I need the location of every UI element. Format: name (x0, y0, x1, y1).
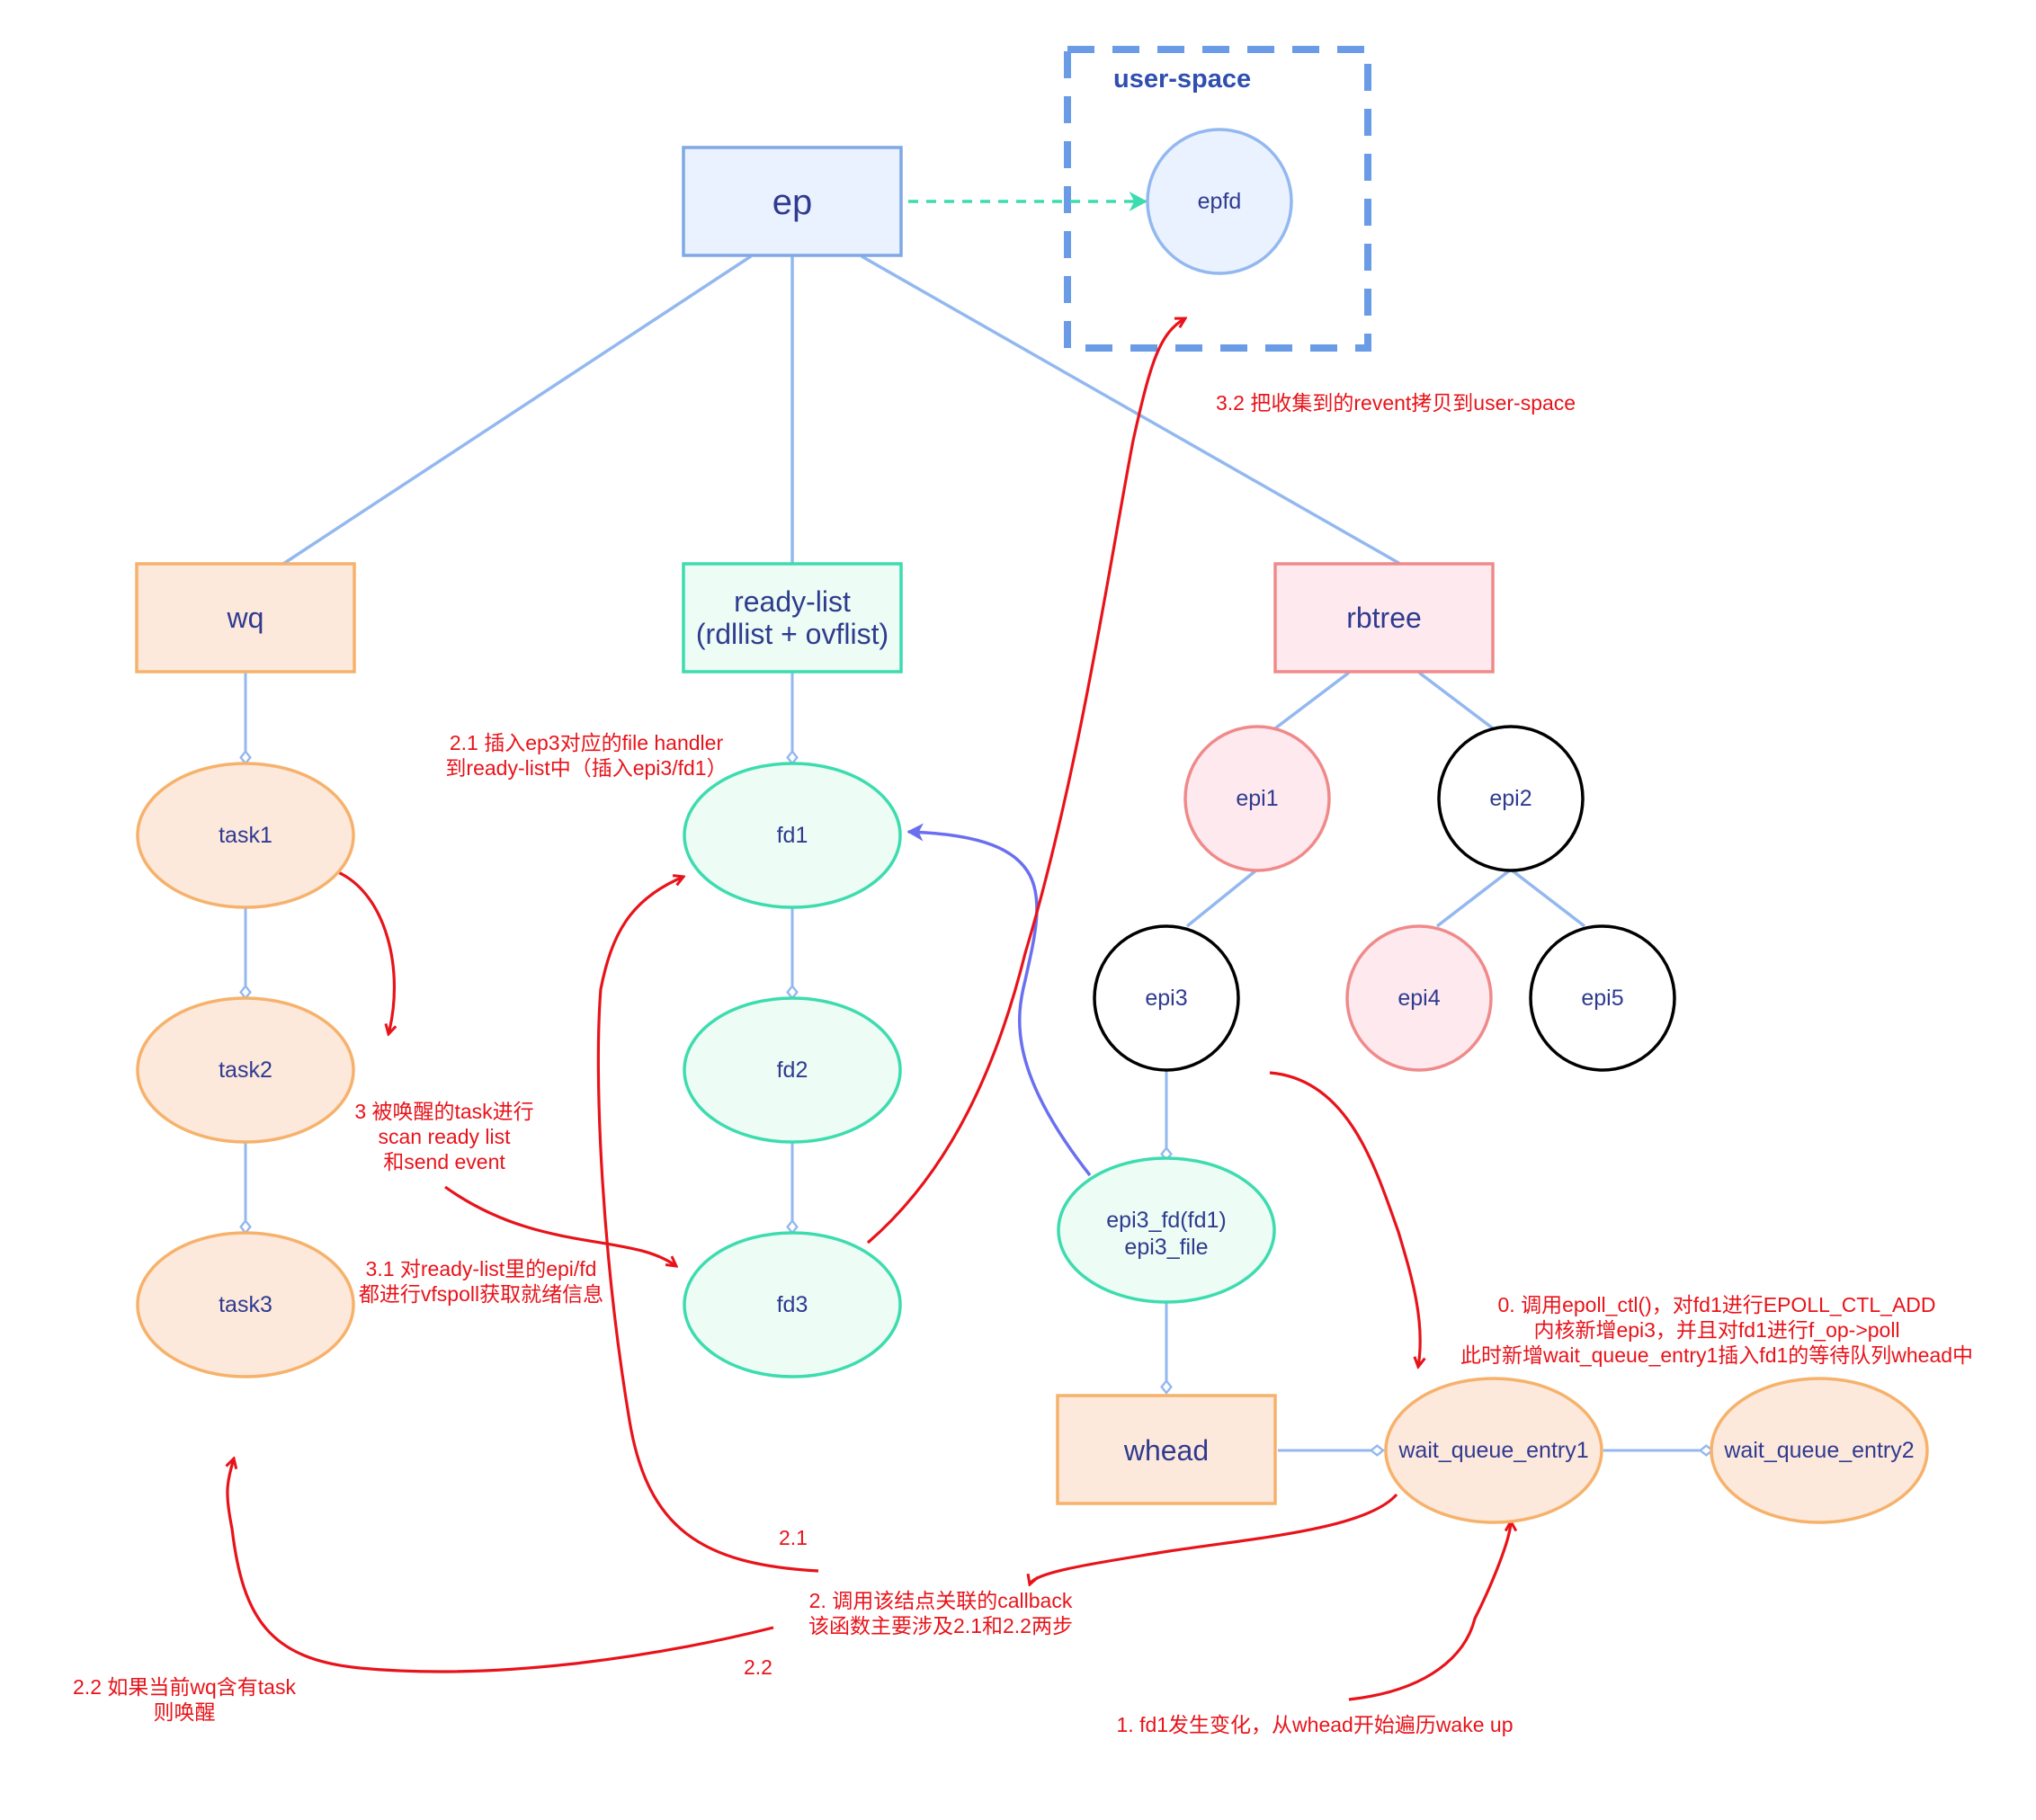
arrow-task1-wakeup (337, 870, 394, 1034)
fd2-node (683, 996, 902, 1144)
arrow-epi3-to-wqe1 (1269, 1071, 1420, 1367)
fd3-label: fd3 (777, 1292, 808, 1317)
task1-label: task1 (219, 823, 272, 848)
epi3fd-to-fd1-arrow (906, 823, 1092, 1177)
epi5-node (1529, 924, 1676, 1072)
epi2-node (1437, 725, 1585, 872)
ready-list-node (682, 562, 903, 674)
link-edges (246, 673, 1712, 1450)
rbtree-node (1273, 562, 1495, 674)
task1-node (136, 762, 355, 909)
fd2-label: fd2 (777, 1057, 808, 1083)
userspace-label: user-space (1113, 65, 1251, 94)
annotation-3-2: 3.2 把收集到的revent拷贝到user-space (1216, 391, 1576, 415)
arrow-wqe1-to-callback (1030, 1493, 1398, 1584)
fd3-node (683, 1231, 902, 1378)
userspace-region (1064, 46, 1371, 352)
edge-ep-rbtree (861, 254, 1401, 566)
arrow-callback-to-wq (228, 1459, 774, 1673)
annotation-3-line3: 和send event (383, 1150, 505, 1173)
task3-node (136, 1231, 355, 1378)
annotation-2-2-line2: 则唤醒 (154, 1700, 216, 1724)
ready-list-label: ready-list (734, 585, 851, 618)
edge-epi1-epi3 (1185, 868, 1259, 928)
edge-epi2-epi4 (1435, 868, 1513, 928)
epfd-label: epfd (1198, 189, 1242, 214)
epi4-node (1345, 924, 1493, 1072)
annotation-1: 1. fd1发生变化，从whead开始遍历wake up (1117, 1713, 1514, 1736)
annotation-0-line1: 0. 调用epoll_ctl()，对fd1进行EPOLL_CTL_ADD (1498, 1293, 1936, 1316)
annotation-2-1-line2: 到ready-list中（插入epi3/fd1） (445, 756, 727, 780)
annotation-2-2-short: 2.2 (744, 1655, 772, 1679)
ready-list-sublabel: (rdllist + ovflist) (696, 618, 889, 650)
annotation-3-line1: 3 被唤醒的task进行 (354, 1100, 533, 1123)
annotation-0-line3: 此时新增wait_queue_entry1插入fd1的等待队列whead中 (1460, 1343, 1973, 1367)
ep-label: ep (772, 183, 813, 222)
epi5-label: epi5 (1581, 986, 1623, 1011)
epi3-fd-label: epi3_fd(fd1) (1106, 1208, 1226, 1233)
epi3-node (1093, 924, 1240, 1072)
task2-node (136, 996, 355, 1144)
tree-edges (282, 254, 1586, 928)
edge-rbtree-epi2 (1417, 671, 1495, 730)
wait-queue-entry2-label: wait_queue_entry2 (1723, 1438, 1914, 1463)
annotation-2-line2: 该函数主要涉及2.1和2.2两步 (808, 1614, 1073, 1637)
task3-label: task3 (219, 1292, 272, 1317)
epi2-label: epi2 (1489, 786, 1531, 811)
arrow-wake-to-wqe1 (1348, 1521, 1511, 1701)
wq-node (135, 562, 356, 674)
annotation-2-line1: 2. 调用该结点关联的callback (809, 1589, 1073, 1612)
arrow-task-to-fd3 (444, 1185, 676, 1266)
arrow-fd3-to-userspace (866, 318, 1185, 1245)
annotation-2-1-short: 2.1 (779, 1526, 808, 1549)
wq-label: wq (227, 602, 264, 634)
epi3-file-label: epi3_file (1124, 1235, 1208, 1260)
annotation-3-1-line2: 都进行vfspoll获取就绪信息 (359, 1282, 603, 1306)
red-arrows (228, 318, 1511, 1701)
epfd-node (1146, 128, 1293, 275)
annotation-0-line2: 内核新增epi3，并且对fd1进行f_op->poll (1533, 1318, 1899, 1342)
epi1-label: epi1 (1236, 786, 1278, 811)
annotation-3-1-line1: 3.1 对ready-list里的epi/fd (366, 1257, 597, 1280)
fd1-label: fd1 (777, 823, 808, 848)
rbtree-label: rbtree (1346, 602, 1422, 634)
edge-ep-wq (282, 254, 752, 566)
edge-epi2-epi5 (1509, 868, 1586, 928)
annotation-3-line2: scan ready list (378, 1125, 511, 1148)
wait-queue-entry2-node (1710, 1377, 1929, 1524)
annotation-2-1-line1: 2.1 插入ep3对应的file handler (450, 731, 724, 754)
annotation-2-2-line1: 2.2 如果当前wq含有task (73, 1675, 296, 1699)
whead-node (1056, 1394, 1277, 1505)
task2-label: task2 (219, 1057, 272, 1083)
whead-label: whead (1123, 1434, 1209, 1467)
edge-rbtree-epi1 (1273, 671, 1351, 730)
epi3-label: epi3 (1145, 986, 1187, 1011)
ep-node (682, 146, 903, 257)
wait-queue-entry1-label: wait_queue_entry1 (1398, 1438, 1588, 1463)
wait-queue-entry1-node (1384, 1377, 1603, 1524)
epi3-fd-node (1057, 1156, 1276, 1304)
arrow-callback-to-fd1 (596, 877, 819, 1573)
epi4-label: epi4 (1398, 986, 1440, 1011)
epi1-node (1183, 725, 1331, 872)
fd1-node (683, 762, 902, 909)
